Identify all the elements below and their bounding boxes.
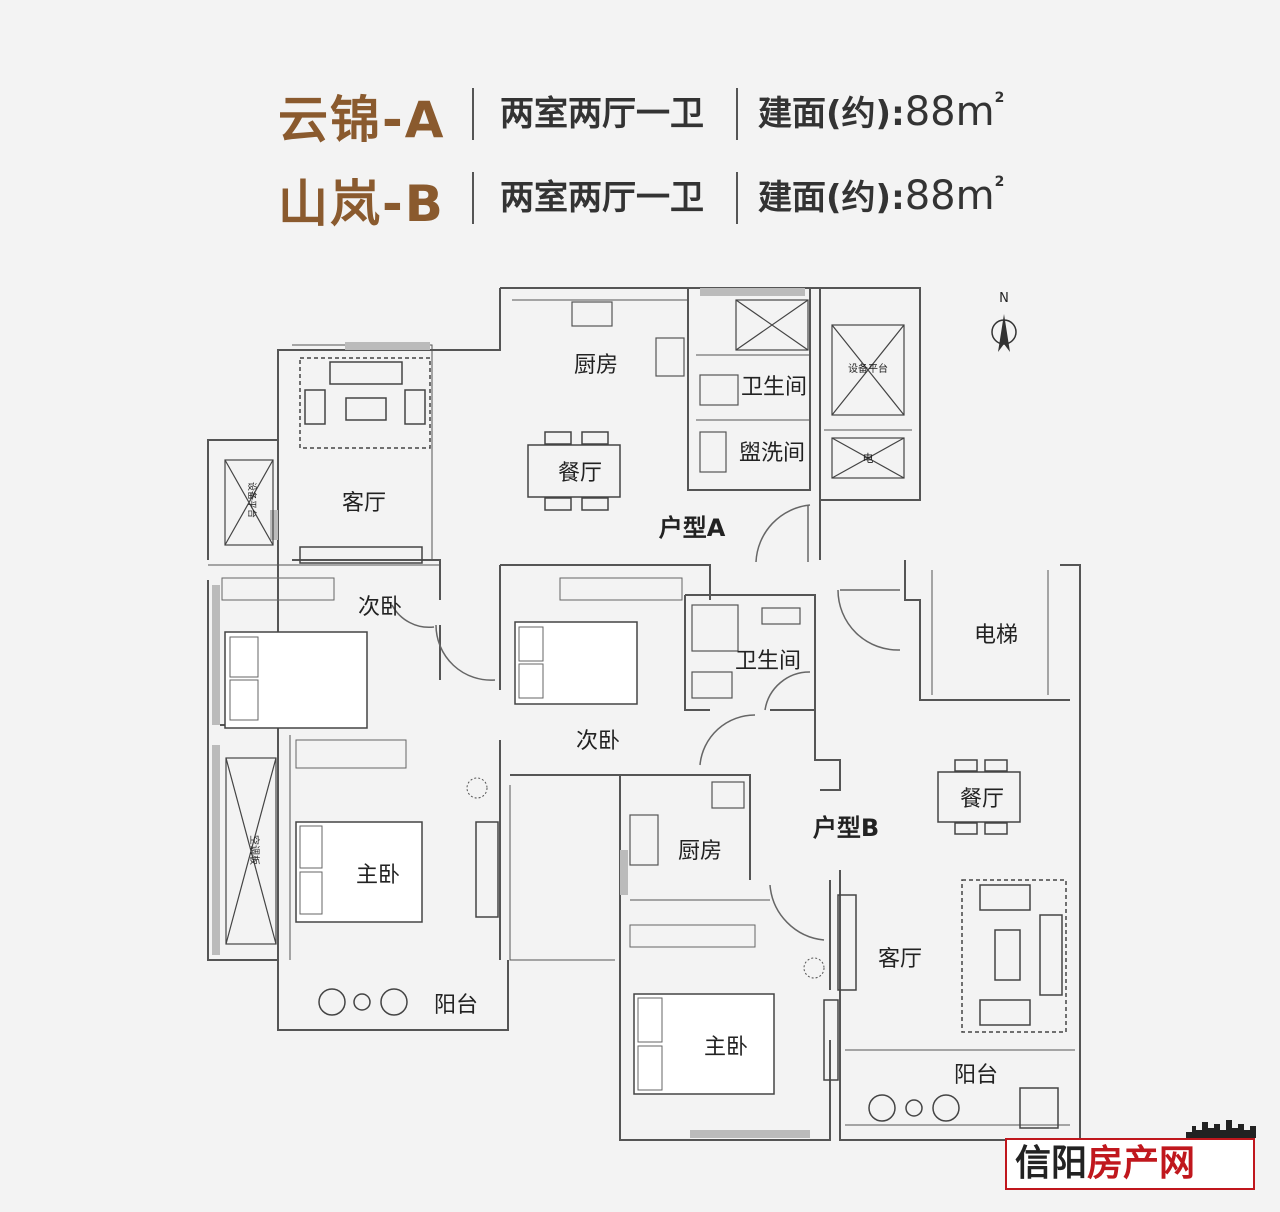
unit-a-name: 云锦-A — [278, 91, 446, 149]
unit-a-labels: 厨房 卫生间 盥洗间 设备平台 电 餐厅 客厅 户型A 次卧 次卧 主卧 阳台 … — [246, 353, 888, 1018]
divider — [472, 88, 474, 140]
balcony-chairs — [318, 988, 1059, 1129]
unit-b-labels: 卫生间 电梯 餐厅 户型B 厨房 客厅 主卧 阳台 — [678, 623, 1018, 1088]
compass-arrow-icon — [998, 314, 1010, 352]
kitchen-fixtures — [571, 301, 801, 866]
unit-a-title: 户型A — [659, 514, 726, 542]
unit-a-ac-lower-label: 空调板 — [248, 835, 261, 865]
watermark-badge: 信阳房产网 — [1005, 1138, 1255, 1190]
unit-b-dining-label: 餐厅 — [960, 787, 1004, 812]
divider — [736, 172, 738, 224]
unit-b-master-bedroom-label: 主卧 — [704, 1035, 748, 1060]
unit-b-layout: 两室两厅一卫 — [500, 178, 704, 218]
tv-units — [299, 546, 857, 1081]
unit-a-master-bedroom-label: 主卧 — [356, 863, 400, 888]
unit-a-layout: 两室两厅一卫 — [500, 94, 704, 134]
header-row-a: 云锦-A 两室两厅一卫 建面(约):88m2 — [0, 76, 1280, 156]
area-label: 建面(约): — [758, 94, 905, 134]
unit-a-ac-left-label: 设备平台 — [246, 482, 258, 518]
unit-b-area: 建面(约):88m2 — [758, 170, 1004, 219]
unit-b-title: 户型B — [813, 814, 879, 842]
unit-a-living-label: 客厅 — [342, 491, 386, 516]
unit-a-dining-label: 餐厅 — [558, 461, 602, 486]
wardrobes — [221, 577, 756, 948]
unit-a-second-bedroom-label: 次卧 — [358, 595, 402, 620]
area-unit-sup: 2 — [994, 90, 1005, 106]
unit-a-equipment-label: 设备平台 — [848, 362, 888, 375]
watermark-part1: 信阳 — [1015, 1143, 1088, 1184]
area-value: 88m — [904, 173, 995, 219]
unit-a-washroom-label: 盥洗间 — [739, 441, 805, 466]
skyline-logo-icon — [1186, 1120, 1256, 1138]
unit-a-area: 建面(约):88m2 — [758, 86, 1004, 135]
unit-b-living-label: 客厅 — [878, 947, 922, 972]
equipment-platforms — [224, 299, 905, 945]
unit-a-bathroom-label: 卫生间 — [741, 375, 807, 400]
unit-a-electric-label: 电 — [863, 452, 874, 465]
divider — [736, 88, 738, 140]
door-arcs — [391, 504, 901, 941]
compass: N — [991, 291, 1017, 352]
compass-n-label: N — [999, 291, 1009, 306]
area-value: 88m — [904, 89, 995, 135]
drain-markers — [466, 777, 825, 979]
unit-a-second-bedroom-2-label: 次卧 — [576, 729, 620, 754]
unit-b-name: 山岚-B — [278, 175, 445, 233]
unit-a-kitchen-label: 厨房 — [574, 353, 618, 378]
unit-b-balcony-label: 阳台 — [954, 1063, 998, 1088]
unit-b-bathroom-label: 卫生间 — [735, 649, 801, 674]
area-unit-sup: 2 — [994, 174, 1005, 190]
unit-b-kitchen-label: 厨房 — [678, 839, 722, 864]
pillows — [229, 626, 663, 1091]
dining-tables — [527, 431, 1021, 835]
watermark-part2: 房产网 — [1087, 1143, 1196, 1184]
area-label: 建面(约): — [758, 178, 905, 218]
unit-a-balcony-label: 阳台 — [434, 993, 478, 1018]
header-row-b: 山岚-B 两室两厅一卫 建面(约):88m2 — [0, 160, 1280, 240]
unit-b-elevator-label: 电梯 — [974, 623, 1018, 648]
windows — [212, 288, 810, 1138]
divider — [472, 172, 474, 224]
sofas — [299, 357, 1067, 1033]
